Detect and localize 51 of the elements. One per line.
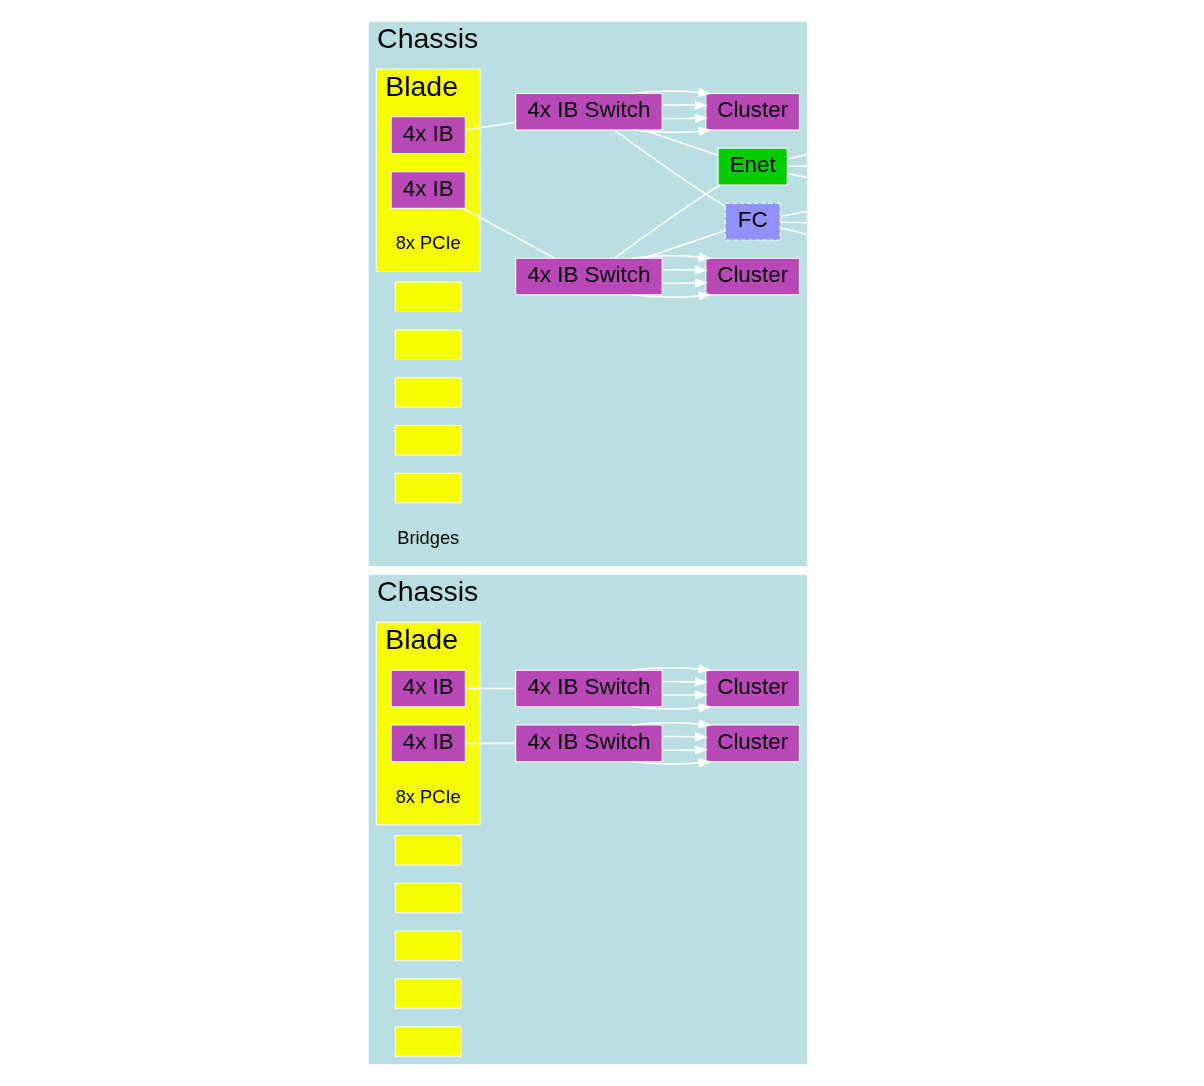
connector	[464, 687, 517, 690]
node-box: 4x IB Switch	[515, 724, 663, 763]
node-box: 4x IB	[390, 724, 466, 763]
arrow	[631, 664, 712, 674]
node-box: 4x IB	[390, 669, 466, 708]
connector	[614, 129, 726, 207]
node-box: FC	[724, 202, 781, 241]
node-box	[394, 882, 462, 914]
node-box: Cluster	[705, 669, 800, 708]
arrow	[661, 732, 709, 742]
arrow	[661, 677, 709, 687]
node-box: Cluster	[705, 257, 800, 296]
node-box	[394, 1026, 462, 1057]
arrow	[631, 87, 712, 97]
label: 8x PCIe	[395, 232, 461, 254]
node-box: Cluster	[705, 92, 800, 131]
node-box: Cluster	[705, 724, 800, 763]
arrow	[661, 745, 709, 755]
arrow	[631, 719, 712, 729]
node-box	[394, 930, 462, 962]
arrow	[631, 252, 712, 262]
arrow	[661, 690, 709, 700]
label: Bridges	[397, 527, 460, 549]
node-box: 4x IB Switch	[515, 257, 663, 296]
arrow	[661, 113, 709, 123]
connector	[464, 742, 517, 745]
node-box	[394, 978, 462, 1009]
label: 8x PCIe	[395, 785, 461, 807]
node-box: 4x IB	[390, 116, 466, 154]
arrow	[631, 758, 712, 768]
arrow	[661, 278, 709, 288]
arrow	[661, 265, 709, 275]
node-box	[394, 281, 462, 313]
connector	[643, 129, 719, 156]
node-box	[394, 472, 462, 504]
connector	[464, 121, 517, 131]
node-box: Enet	[717, 147, 788, 186]
node-box: 4x IB Switch	[515, 669, 663, 708]
arrow	[631, 291, 712, 301]
connector	[462, 207, 556, 259]
node-box	[394, 329, 462, 360]
node-box: 4x IB	[390, 171, 466, 209]
arrow	[631, 703, 712, 713]
node-box	[394, 377, 462, 408]
connector	[614, 184, 721, 259]
node-box: 4x IB Switch	[515, 92, 663, 131]
arrow	[661, 100, 709, 110]
node-box	[394, 425, 462, 456]
node-box	[394, 834, 462, 866]
arrow	[631, 126, 712, 136]
connector	[643, 229, 726, 259]
